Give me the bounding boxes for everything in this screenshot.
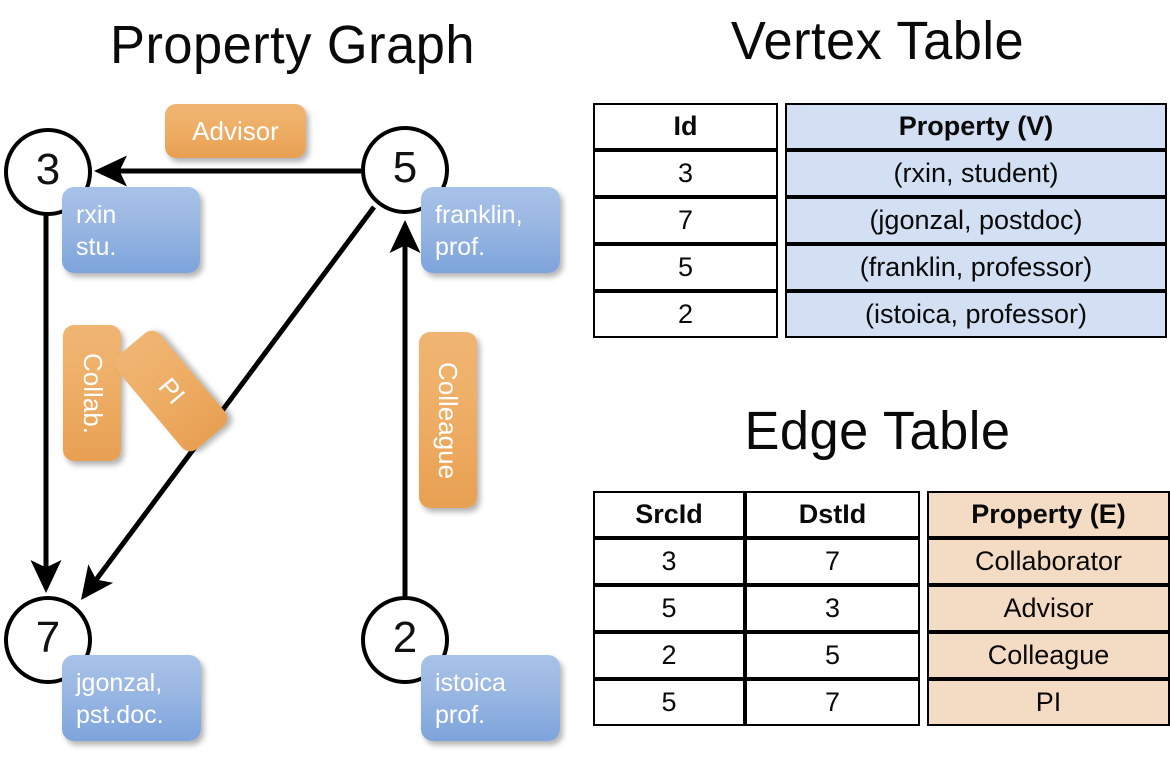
page-title-edge-table: Edge Table (744, 401, 1011, 461)
edge-label-collab: Collab. (63, 325, 121, 461)
vertex-property-box-istoica: istoica prof. (421, 655, 560, 741)
arrow-5-to-7 (81, 205, 377, 601)
table-row: 7 (jgonzal, postdoc) (593, 197, 1167, 244)
vertex-property-rxin-line1: rxin (76, 201, 117, 229)
edge-row-2-src: 2 (593, 632, 745, 679)
table-row: 5 7 PI (593, 679, 1170, 726)
edge-row-0-dst: 7 (745, 538, 920, 585)
table-row: 5 3 Advisor (593, 585, 1170, 632)
table-header-row: SrcId DstId Property (E) (593, 491, 1170, 538)
vertex-property-box-rxin: rxin stu. (62, 187, 200, 273)
edge-table-header-srcid: SrcId (593, 491, 745, 538)
column-gap (920, 632, 927, 679)
graph-node-2-label: 2 (392, 613, 418, 662)
table-row: 3 7 Collaborator (593, 538, 1170, 585)
table-header-row: Id Property (V) (593, 103, 1167, 150)
edge-table-header-property: Property (E) (927, 491, 1170, 538)
vertex-table: Id Property (V) 3 (rxin, student) 7 (jgo… (593, 103, 1167, 338)
edge-table: SrcId DstId Property (E) 3 7 Collaborato… (593, 491, 1170, 726)
property-graph-diagram: Advisor Collab. PI Colleague rxin stu. f… (4, 104, 560, 741)
column-gap (778, 244, 785, 291)
column-gap (778, 103, 785, 150)
graph-node-7-label: 7 (35, 613, 61, 662)
edge-row-1-src: 5 (593, 585, 745, 632)
vertex-property-franklin-line2: prof. (435, 233, 486, 261)
column-gap (778, 197, 785, 244)
edge-row-0-src: 3 (593, 538, 745, 585)
column-gap (778, 150, 785, 197)
vertex-property-rxin-line2: stu. (76, 233, 117, 261)
graph-node-3-label: 3 (35, 145, 61, 194)
table-row: 2 5 Colleague (593, 632, 1170, 679)
column-gap (920, 491, 927, 538)
page-title-vertex-table: Vertex Table (730, 11, 1025, 71)
vertex-row-3-property: (istoica, professor) (785, 291, 1167, 338)
vertex-property-istoica-line2: prof. (435, 701, 486, 729)
edge-label-collab-text: Collab. (77, 352, 108, 434)
vertex-row-2-id: 5 (593, 244, 778, 291)
graph-node-2: 2 (361, 596, 449, 684)
vertex-property-franklin-line1: franklin, (435, 201, 523, 229)
edge-label-colleague-text: Colleague (433, 361, 464, 479)
vertex-row-1-property: (jgonzal, postdoc) (785, 197, 1167, 244)
graph-edge-arrows (30, 155, 421, 601)
column-gap (920, 679, 927, 726)
edge-row-1-property: Advisor (927, 585, 1170, 632)
edge-label-advisor-text: Advisor (192, 115, 279, 146)
vertex-row-0-property: (rxin, student) (785, 150, 1167, 197)
edge-row-2-dst: 5 (745, 632, 920, 679)
edge-label-colleague: Colleague (419, 332, 477, 508)
table-row: 2 (istoica, professor) (593, 291, 1167, 338)
graph-node-5: 5 (361, 126, 449, 214)
edge-label-advisor: Advisor (165, 104, 306, 158)
vertex-row-2-property: (franklin, professor) (785, 244, 1167, 291)
edge-label-pi-text: PI (151, 371, 191, 410)
vertex-table-header-id: Id (593, 103, 778, 150)
vertex-row-0-id: 3 (593, 150, 778, 197)
graph-node-5-label: 5 (392, 143, 418, 192)
column-gap (920, 585, 927, 632)
page-title-property-graph: Property Graph (110, 15, 475, 75)
vertex-property-jgonzal-line1: jgonzal, (76, 669, 163, 697)
edge-row-0-property: Collaborator (927, 538, 1170, 585)
edge-table-header-dstid: DstId (745, 491, 920, 538)
vertex-property-box-jgonzal: jgonzal, pst.doc. (62, 655, 201, 741)
vertex-property-istoica-line1: istoica (435, 669, 506, 697)
column-gap (778, 291, 785, 338)
column-gap (920, 538, 927, 585)
edge-row-2-property: Colleague (927, 632, 1170, 679)
vertex-property-jgonzal-line2: pst.doc. (76, 701, 164, 729)
table-row: 5 (franklin, professor) (593, 244, 1167, 291)
edge-row-3-dst: 7 (745, 679, 920, 726)
edge-row-3-property: PI (927, 679, 1170, 726)
vertex-table-header-property: Property (V) (785, 103, 1167, 150)
edge-row-1-dst: 3 (745, 585, 920, 632)
vertex-row-1-id: 7 (593, 197, 778, 244)
vertex-property-box-franklin: franklin, prof. (421, 187, 560, 273)
table-row: 3 (rxin, student) (593, 150, 1167, 197)
edge-row-3-src: 5 (593, 679, 745, 726)
vertex-row-3-id: 2 (593, 291, 778, 338)
